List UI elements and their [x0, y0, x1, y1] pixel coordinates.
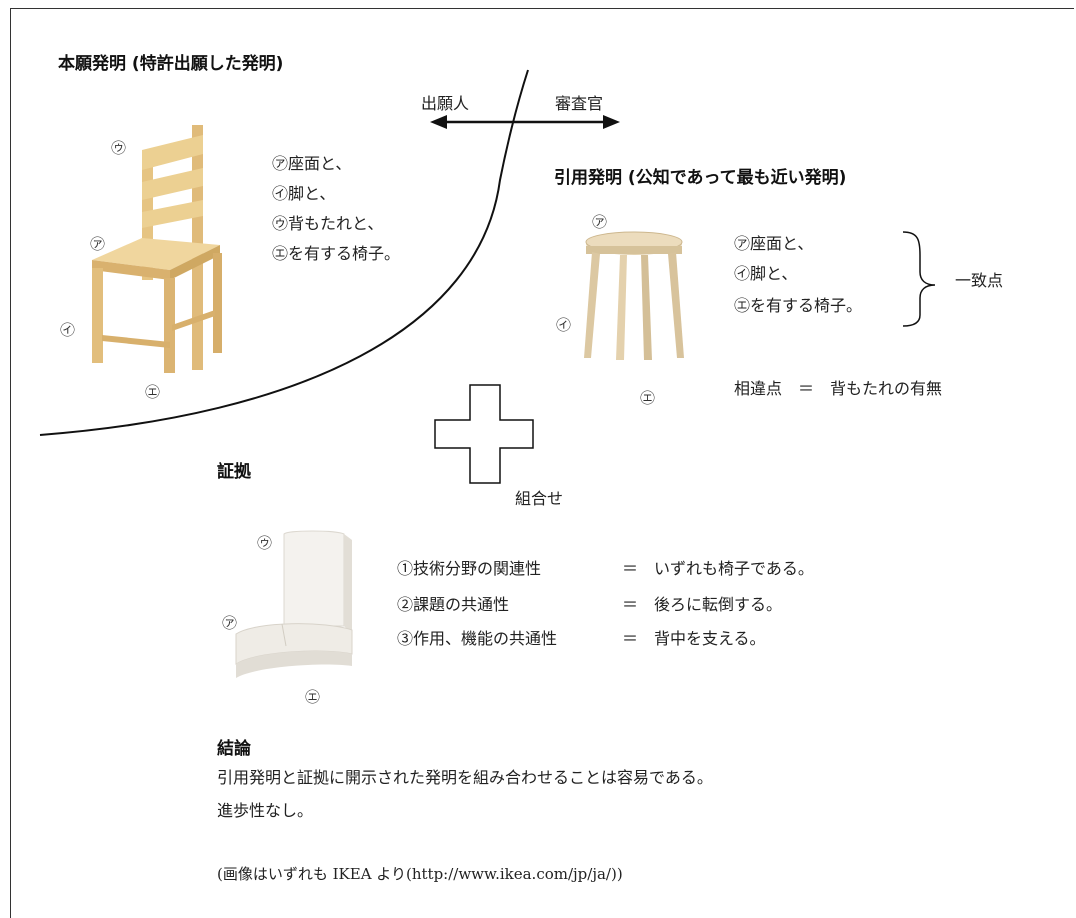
wooden-chair-image: [92, 125, 222, 373]
double-arrow: [430, 115, 620, 129]
cited-element-chair: ㋓を有する椅子。: [734, 296, 863, 315]
white-chair-image: [235, 530, 353, 678]
marker-i: ㋑: [556, 316, 572, 334]
examiner-label: 審査官: [555, 94, 604, 113]
criterion-problem-label: ②課題の共通性: [397, 595, 510, 614]
marker-e: ㋓: [145, 383, 161, 401]
marker-e: ㋓: [640, 389, 656, 407]
conclusion-statement: 引用発明と証拠に開示された発明を組み合わせることは容易である。: [217, 768, 713, 787]
marker-a: ㋐: [592, 213, 608, 231]
criterion-function-label: ③作用、機能の共通性: [397, 629, 558, 648]
conclusion-verdict: 進歩性なし。: [217, 801, 314, 820]
right-brace: [902, 231, 936, 327]
divider-curve: [39, 69, 529, 436]
main-title: 本願発明 (特許出願した発明): [58, 54, 284, 74]
cited-element-seat: ㋐座面と、: [734, 234, 814, 253]
marker-u: ㋒: [257, 534, 273, 552]
marker-a: ㋐: [90, 235, 106, 253]
claimed-element-chair: ㋓を有する椅子。: [272, 244, 401, 263]
plus-sign: [434, 384, 534, 484]
evidence-title: 証拠: [217, 462, 251, 482]
match-points-label: 一致点: [955, 271, 1004, 290]
criterion-field-label: ①技術分野の関連性: [397, 559, 542, 578]
conclusion-title: 結論: [217, 739, 251, 759]
claimed-element-backrest: ㋒背もたれと、: [272, 214, 384, 233]
criterion-function-value: ＝ 背中を支える。: [622, 629, 766, 648]
diagram-frame: [10, 8, 1074, 918]
applicant-label: 出願人: [421, 94, 470, 113]
difference-label: 相違点 ＝ 背もたれの有無: [734, 379, 943, 398]
image-source-note: (画像はいずれも IKEA より(http://www.ikea.com/jp/…: [217, 865, 623, 883]
cited-title: 引用発明 (公知であって最も近い発明): [554, 168, 847, 188]
marker-u: ㋒: [111, 139, 127, 157]
combine-label: 組合せ: [515, 489, 564, 508]
claimed-element-legs: ㋑脚と、: [272, 184, 336, 203]
criterion-field-value: ＝ いずれも椅子である。: [622, 559, 814, 578]
marker-a: ㋐: [222, 614, 238, 632]
stool-image: [584, 231, 684, 360]
marker-i: ㋑: [60, 321, 76, 339]
criterion-problem-value: ＝ 後ろに転倒する。: [622, 595, 783, 614]
cited-element-legs: ㋑脚と、: [734, 264, 798, 283]
claimed-element-seat: ㋐座面と、: [272, 154, 352, 173]
marker-e: ㋓: [305, 688, 321, 706]
